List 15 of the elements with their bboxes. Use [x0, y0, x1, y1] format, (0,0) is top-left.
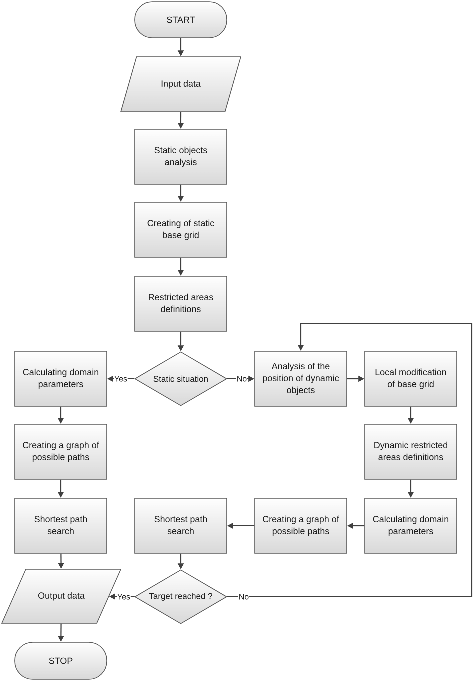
process-box: Shortest path search [134, 498, 228, 554]
rounded-terminal: STOP [14, 642, 108, 680]
process-box: Creating of static base grid [134, 202, 228, 258]
process-box: Shortest path search [14, 498, 108, 554]
process-box: Calculating domain parameters [14, 351, 108, 407]
process-box: Analysis of the position of dynamic objects [254, 351, 348, 407]
process-box: Restricted areas definitions [134, 276, 228, 332]
arrow [227, 323, 473, 598]
process-box: Creating a graph of possible paths [254, 498, 348, 554]
process-box: Dynamic restricted areas definitions [364, 424, 458, 480]
process-box: Static objects analysis [134, 129, 228, 185]
process-box: Calculating domain parameters [364, 498, 458, 554]
rounded-terminal: START [134, 2, 228, 38]
process-box: Creating a graph of possible paths [14, 424, 108, 480]
process-box: Local modification of base grid [364, 351, 458, 407]
